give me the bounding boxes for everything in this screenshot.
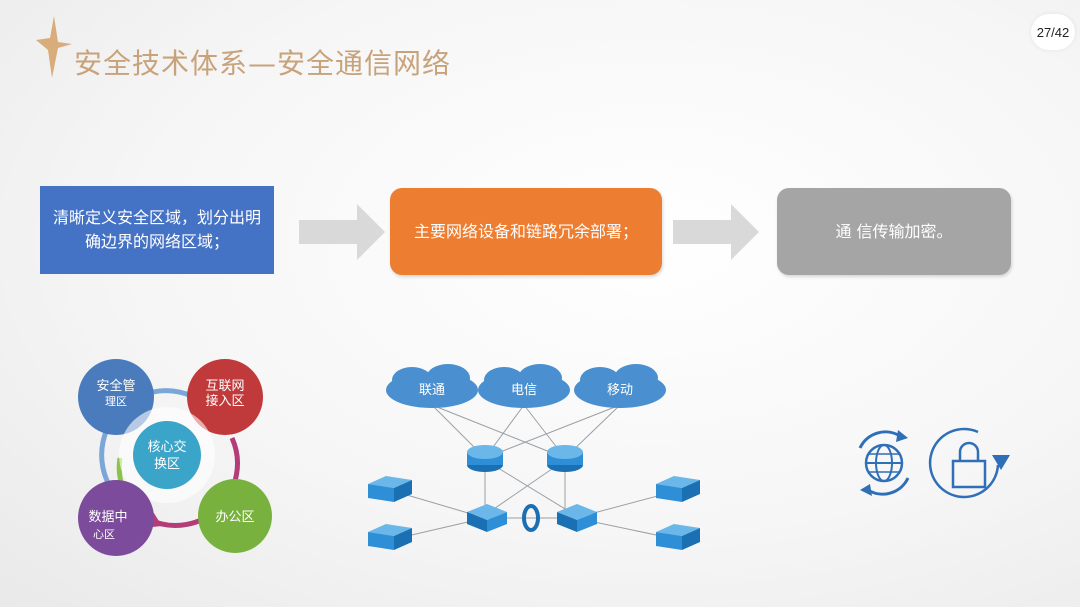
cloud-unicom-label: 联通 — [419, 383, 445, 398]
zone-security-label-2: 理区 — [105, 395, 127, 408]
core-switch-2 — [557, 504, 597, 532]
zone-core-label: 核心交换区 — [147, 439, 186, 472]
zone-office-label: 办公区 — [215, 510, 254, 525]
router-1 — [467, 445, 503, 472]
zone-datacenter-label-2: 心区 — [93, 528, 115, 541]
zone-core-switch: 核心交换区 — [119, 407, 215, 503]
step-3-box: 通 信传输加密。 — [777, 188, 1011, 275]
step-1-text: 清晰定义安全区域，划分出明确边界的网络区域； — [52, 208, 261, 251]
firewall-right — [656, 476, 700, 502]
cloud-telecom-label: 电信 — [511, 383, 537, 398]
server-right — [656, 524, 700, 550]
core-switch-1 — [467, 504, 507, 532]
step-2-text: 主要网络设备和链路冗余部署； — [413, 221, 638, 241]
zone-datacenter: 数据中 心区 — [78, 480, 154, 556]
cloud-mobile-label: 移动 — [607, 383, 633, 398]
zone-security-management: 安全管 理区 — [78, 359, 154, 435]
zone-security-label-1: 安全管 — [96, 378, 135, 394]
page-number-badge: 27/42 — [1031, 14, 1075, 50]
cloud-unicom: 联通 — [386, 364, 478, 408]
arrow-right-icon — [299, 204, 385, 260]
zone-internet-access: 互联网 接入区 — [187, 359, 263, 435]
link-aggregation-icon — [522, 504, 540, 532]
slide-title: 安全技术体系—安全通信网络 — [74, 47, 452, 80]
step-1-box: 清晰定义安全区域，划分出明确边界的网络区域； — [40, 186, 274, 274]
arrow-right-icon — [673, 204, 759, 260]
zone-datacenter-label-1: 数据中 — [88, 510, 127, 525]
step-2-box: 主要网络设备和链路冗余部署； — [390, 188, 662, 275]
server-left — [368, 524, 412, 550]
firewall-left — [368, 476, 412, 502]
zone-office: 办公区 — [198, 479, 272, 553]
logo-star-icon — [34, 14, 74, 84]
zone-internet-label-1: 互联网 — [205, 379, 244, 394]
cloud-mobile: 移动 — [574, 364, 666, 408]
router-2 — [547, 445, 583, 472]
cloud-telecom: 电信 — [478, 364, 570, 408]
zone-internet-label-2: 接入区 — [205, 393, 244, 409]
step-3-text: 通 信传输加密。 — [835, 221, 953, 241]
